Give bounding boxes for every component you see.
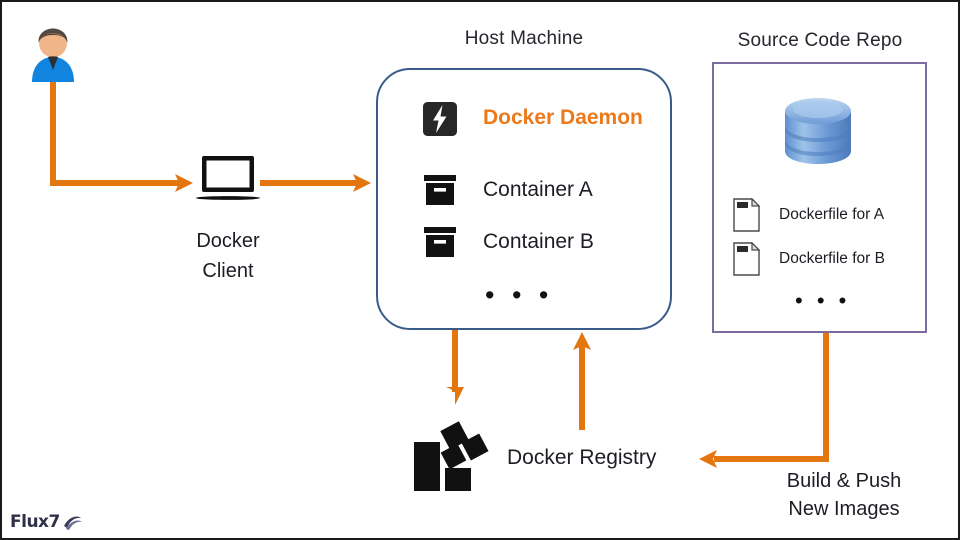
container-a-label: Container A	[483, 178, 593, 201]
build-push-label-line1: Build & Push	[786, 470, 902, 492]
docker-client-label-line2: Client	[202, 260, 254, 282]
arrow-repo-to-registry-vertical	[823, 333, 829, 462]
user-person-icon	[32, 28, 74, 82]
host-ellipsis: • • •	[485, 280, 554, 310]
container-box-icon	[424, 175, 456, 205]
arrow-client-to-host	[260, 180, 358, 186]
host-machine-title: Host Machine	[464, 28, 584, 49]
arrowhead-to-host-up	[573, 332, 591, 350]
container-box-icon	[424, 227, 456, 257]
docker-daemon-bolt-icon	[423, 102, 457, 136]
arrow-user-to-client-horizontal	[50, 180, 181, 186]
arrowhead-to-registry-left	[699, 450, 717, 468]
arrow-registry-to-host	[579, 342, 585, 430]
docker-registry-label: Docker Registry	[507, 446, 657, 469]
dockerfile-document-icon	[733, 242, 760, 276]
arrow-repo-to-registry-horizontal	[714, 456, 829, 462]
dockerfile-a-label: Dockerfile for A	[779, 206, 885, 223]
arrow-host-to-registry	[452, 330, 458, 392]
laptop-icon	[196, 156, 260, 200]
arrowhead-to-client	[175, 174, 193, 192]
repo-ellipsis: • • •	[795, 288, 851, 313]
database-cylinder-icon	[785, 98, 851, 164]
flux7-logo: Flux7	[10, 512, 83, 532]
arrow-user-to-client-vertical	[50, 80, 56, 186]
source-code-repo-title: Source Code Repo	[737, 30, 903, 51]
source-code-repo-box	[712, 62, 927, 333]
arrowhead-to-host	[353, 174, 371, 192]
docker-daemon-label: Docker Daemon	[483, 106, 643, 129]
flux7-wordmark: Flux7	[10, 512, 60, 532]
flux7-swirl-icon	[63, 516, 82, 530]
dockerfile-document-icon	[733, 198, 760, 232]
dockerfile-b-label: Dockerfile for B	[779, 250, 885, 267]
docker-client-label-line1: Docker	[196, 230, 260, 252]
build-push-label-line2: New Images	[788, 498, 900, 520]
container-b-label: Container B	[483, 230, 594, 253]
arrowhead-to-registry	[446, 387, 464, 405]
registry-cubes-icon	[414, 421, 489, 491]
